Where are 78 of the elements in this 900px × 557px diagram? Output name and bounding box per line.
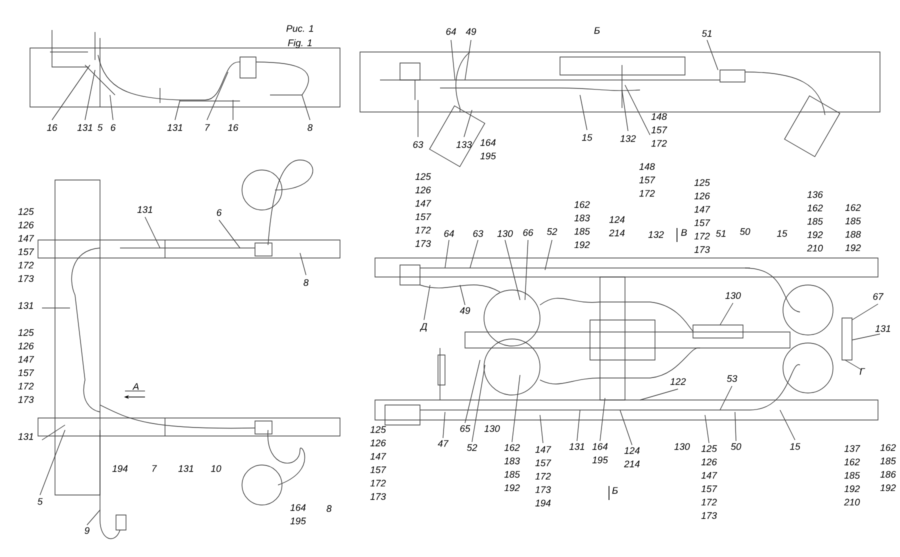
callout-number: 66 xyxy=(523,229,534,236)
callout-number: 51 xyxy=(702,30,712,37)
callout-number: 49 xyxy=(466,28,476,35)
callout-number: 147 157 172 173 194 xyxy=(535,446,552,506)
callout-number: 15 xyxy=(776,230,788,237)
callout-number: 164 195 xyxy=(592,443,608,464)
callout-number: 67 xyxy=(873,293,884,300)
callout-number: 131 xyxy=(137,206,152,213)
callout-number: В xyxy=(681,229,687,236)
callout-number: 125 126 147 157 172 173 xyxy=(18,329,34,403)
callout-number: 194 xyxy=(112,465,128,472)
callout-number: 148 157 172 xyxy=(639,163,656,197)
callout-number: 131 xyxy=(875,325,890,332)
callout-number: 16 xyxy=(228,124,238,131)
callout-number: 131 xyxy=(167,124,182,131)
callout-number: 10 xyxy=(210,465,222,472)
callout-number: 148 157 172 xyxy=(651,113,668,147)
callout-number: 64 xyxy=(444,230,454,237)
callout-number: 137 162 185 192 210 xyxy=(844,445,860,506)
callout-number: 124 214 xyxy=(624,447,640,468)
callout-number: 65 xyxy=(460,425,470,432)
callout-number: 16 xyxy=(46,124,58,131)
callout-number: 8 xyxy=(304,279,309,286)
callout-number: 162 183 185 192 xyxy=(574,201,590,248)
callout-number: 162 185 186 192 xyxy=(880,444,896,492)
callout-number: 50 xyxy=(730,443,742,450)
callout-number: Г xyxy=(860,368,866,375)
callout-number: 125 126 147 157 172 173 xyxy=(370,426,386,500)
callout-number: 51 xyxy=(716,230,726,237)
callout-number: 15 xyxy=(582,134,592,141)
callout-number: 132 xyxy=(620,135,636,142)
callout-number: 164 195 xyxy=(480,139,496,160)
callout-number: 125 126 147 157 172 173 xyxy=(701,445,718,519)
callout-number: 8 xyxy=(308,124,313,131)
callout-number: 8 xyxy=(326,505,332,512)
callout-number: 122 xyxy=(670,378,686,385)
callout-number: 52 xyxy=(466,444,478,451)
callout-number: 125 126 147 157 172 173 xyxy=(18,208,34,282)
callout-number: 47 xyxy=(438,440,449,447)
callout-number: 64 xyxy=(446,28,456,35)
callout-number: 125 126 147 157 172 173 xyxy=(415,173,432,247)
callout-number: 6 xyxy=(110,124,116,131)
callout-number: Б xyxy=(612,487,618,494)
callout-number: 164 195 xyxy=(290,504,306,524)
callout-number: 130 xyxy=(484,425,500,432)
callout-number: 124 214 xyxy=(609,216,625,236)
callout-number: 49 xyxy=(460,307,470,314)
callout-number: 63 xyxy=(473,230,484,237)
callout-number: 136 162 185 192 210 xyxy=(807,191,823,252)
callout-number: 133 xyxy=(456,141,472,148)
callout-number: 53 xyxy=(726,375,738,382)
callout-number: Fig. 1 xyxy=(288,39,312,48)
callout-number: 15 xyxy=(790,443,800,450)
callout-number: 131 xyxy=(77,124,92,131)
callout-number: 9 xyxy=(84,527,90,534)
callout-number: Б xyxy=(594,27,600,34)
callout-number: 50 xyxy=(740,228,750,235)
callout-number: 6 xyxy=(216,209,222,216)
callout-number: Д xyxy=(420,323,428,332)
callout-number: 5 xyxy=(38,498,43,505)
callout-number: 131 xyxy=(18,433,33,440)
callout-number: 63 xyxy=(413,141,424,148)
callout-number: 131 xyxy=(569,443,584,450)
callout-number: 162 185 188 192 xyxy=(845,204,861,252)
callout-number: А xyxy=(132,383,139,390)
callout-number: 5 xyxy=(98,124,103,131)
callout-number: Рис. 1 xyxy=(286,25,314,32)
callout-number: 7 xyxy=(205,124,210,131)
callout-number: 52 xyxy=(546,228,558,235)
callout-number: 130 xyxy=(497,230,513,237)
callout-number: 162 183 185 192 xyxy=(504,444,520,492)
callout-number: 131 xyxy=(18,302,33,309)
callout-number: 132 xyxy=(648,231,664,238)
callout-number: 125 126 147 157 172 173 xyxy=(694,179,710,253)
callout-number: 131 xyxy=(178,465,194,472)
callout-number: 130 xyxy=(674,443,690,450)
callout-number: 130 xyxy=(725,292,741,299)
callout-number: 7 xyxy=(152,465,157,472)
